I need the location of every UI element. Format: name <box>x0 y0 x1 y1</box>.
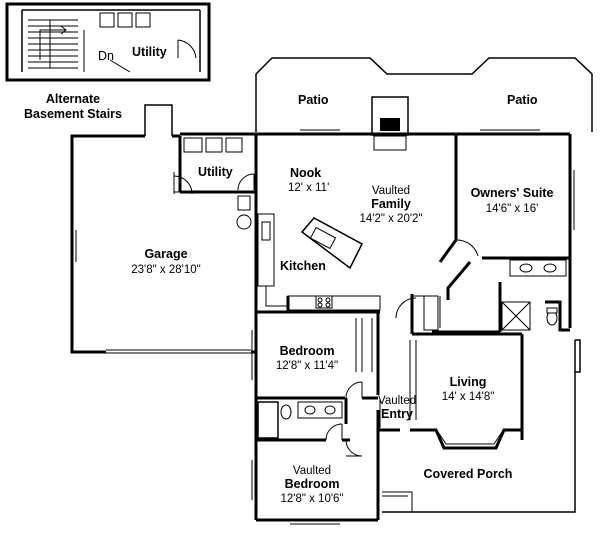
family-vaulted-label: Vaulted <box>372 185 410 197</box>
exterior-walls <box>70 104 581 522</box>
kitchen-label: Kitchen <box>280 259 326 273</box>
stairs-down-label: Dn <box>98 49 114 63</box>
owners-suite-size: 14'6" x 16' <box>486 203 539 215</box>
nook-label: Nook <box>290 166 321 180</box>
owners-suite-walls <box>423 134 570 334</box>
alternate-stairs-caption-line1: Alternate <box>46 92 100 106</box>
alternate-stairs-inset <box>5 2 211 82</box>
bedroom-size: 12'8" x 11'4" <box>276 360 338 372</box>
garage-size: 23'8" x 28'10" <box>131 264 200 276</box>
family-label: Family <box>371 197 411 211</box>
garage-label: Garage <box>144 247 187 261</box>
vaulted-bedroom-label: Bedroom <box>285 477 340 491</box>
living-label: Living <box>450 375 487 389</box>
patio-outline <box>255 57 593 132</box>
garage-details <box>75 172 252 262</box>
patio-left-label: Patio <box>298 93 329 107</box>
kitchen-fixtures <box>256 213 381 314</box>
living-size: 14' x 14'8" <box>442 391 495 403</box>
bathroom <box>256 398 363 457</box>
fireplace <box>371 96 409 151</box>
alternate-stairs-caption-line2: Basement Stairs <box>24 107 122 121</box>
entry-vaulted-label: Vaulted <box>378 395 416 407</box>
owners-suite-label: Owners' Suite <box>471 186 554 200</box>
patio-right-label: Patio <box>507 93 538 107</box>
family-size: 14'2" x 20'2" <box>359 213 422 225</box>
stair-treads <box>28 19 78 69</box>
nook-size: 12' x 11' <box>288 182 329 194</box>
living-bay-window <box>410 428 522 450</box>
utility-label: Utility <box>198 165 233 179</box>
covered-porch-label: Covered Porch <box>424 467 513 481</box>
vaulted-bedroom-size: 12'8" x 10'6" <box>280 493 343 505</box>
utility-room-walls <box>180 134 258 194</box>
window-marks <box>251 129 575 525</box>
hall-walls <box>256 294 424 400</box>
inset-utility-label: Utility <box>132 45 167 59</box>
covered-porch-outline <box>382 340 576 513</box>
vaulted-bedroom-prefix: Vaulted <box>293 465 331 477</box>
bedroom-label: Bedroom <box>280 344 335 358</box>
entry-label: Entry <box>381 407 413 421</box>
entry-walls <box>376 300 522 432</box>
